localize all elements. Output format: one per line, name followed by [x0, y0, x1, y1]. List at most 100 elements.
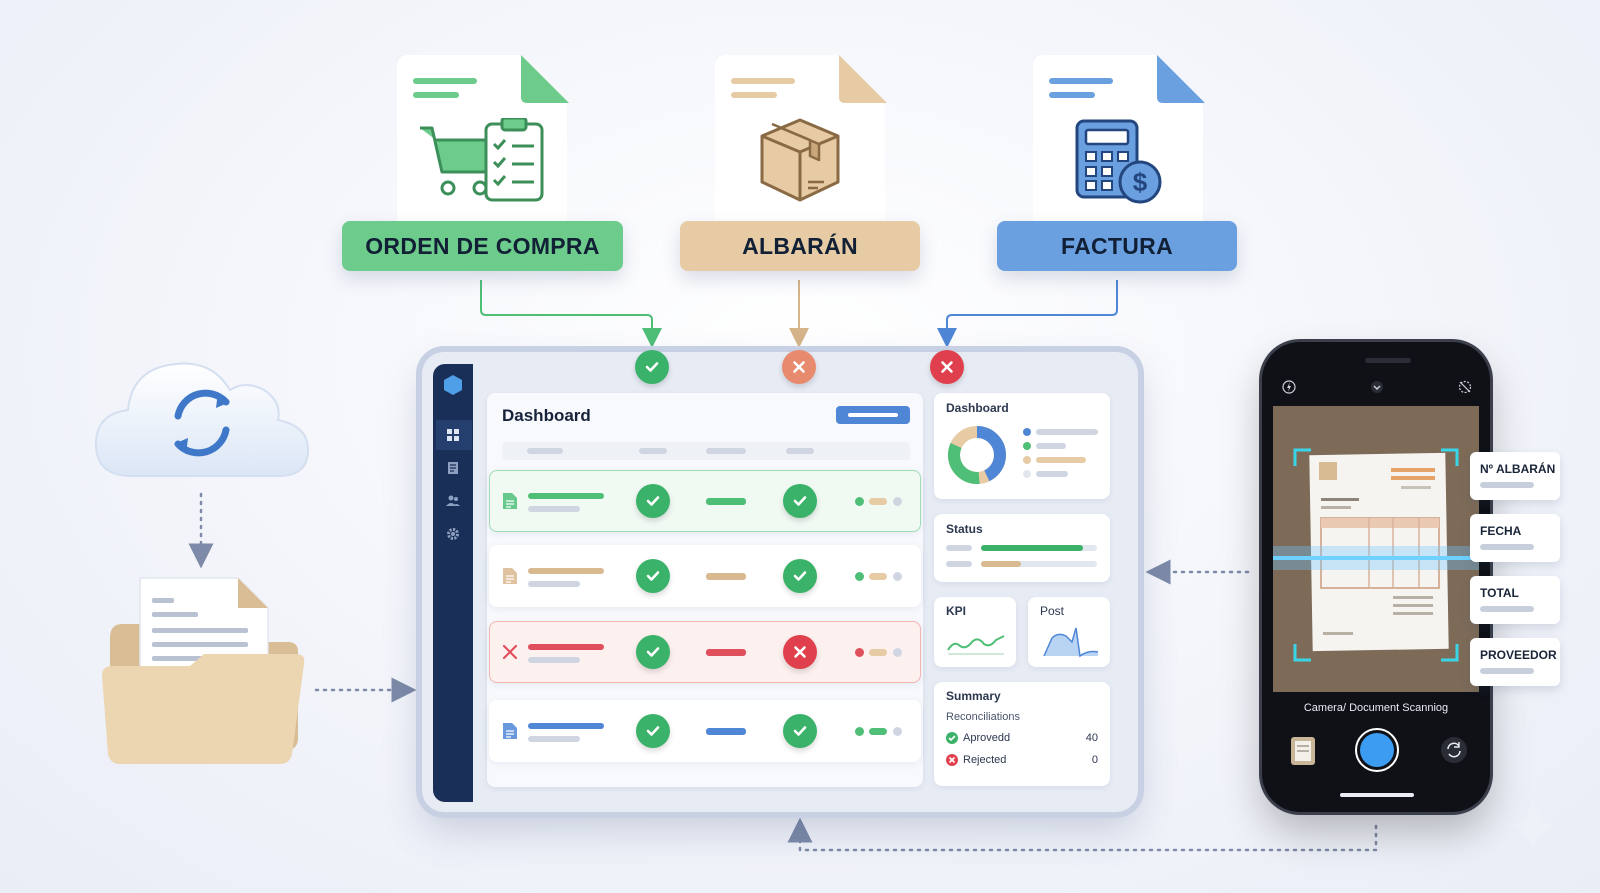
match-ok-badge — [635, 350, 669, 384]
kpi-sparkline — [947, 635, 1005, 655]
row-value-line — [706, 573, 746, 580]
match-error-badge — [782, 350, 816, 384]
table-row[interactable] — [489, 470, 921, 532]
field-value-line — [1480, 482, 1534, 488]
legend-line — [1036, 429, 1098, 435]
status-label-line — [946, 545, 972, 551]
svg-text:$: $ — [1133, 167, 1148, 197]
status-dot — [893, 648, 902, 657]
folder-documents-icon — [102, 577, 305, 764]
document-tan-icon — [502, 567, 518, 585]
document-list-icon[interactable] — [446, 461, 460, 475]
switch-camera-icon[interactable] — [1440, 736, 1468, 764]
status-dot — [855, 572, 864, 581]
extracted-field-tag: PROVEEDOR — [1470, 638, 1560, 686]
column-header — [527, 448, 563, 454]
gallery-thumbnail-icon[interactable] — [1290, 736, 1316, 766]
status-dot — [855, 727, 864, 736]
kpi-widget — [934, 597, 1016, 667]
legend-line — [1036, 443, 1066, 449]
shutter-button[interactable] — [1355, 728, 1399, 772]
row-subtitle-line — [528, 736, 580, 742]
page-fold-icon — [839, 55, 887, 103]
row-match-error-icon — [783, 635, 817, 669]
document-label: ORDEN DE COMPRA — [342, 221, 623, 271]
approved-label: Aprovedd — [963, 732, 1011, 744]
page-fold-icon — [1157, 55, 1205, 103]
document-label: ALBARÁN — [680, 221, 920, 271]
flash-icon[interactable] — [1282, 380, 1296, 394]
shopping-cart-checklist-icon — [420, 118, 544, 202]
live-off-icon[interactable] — [1458, 380, 1472, 394]
table-row[interactable] — [489, 545, 921, 607]
status-pill — [869, 728, 887, 735]
home-indicator — [1340, 793, 1414, 797]
widget-title: Status — [946, 522, 983, 536]
row-match-ok-icon — [636, 484, 670, 518]
row-value-line — [706, 649, 746, 656]
rejected-cross-icon — [946, 754, 958, 766]
camera-caption: Camera/ Document Scanniog — [1303, 702, 1449, 714]
field-value-line — [1480, 668, 1534, 674]
approved-count: 40 — [1085, 732, 1098, 744]
extracted-field-tag: Nº ALBARÁN — [1470, 452, 1560, 500]
status-pill — [869, 498, 887, 505]
status-dot — [893, 497, 902, 506]
field-label: Nº ALBARÁN — [1480, 462, 1556, 476]
factura-connector — [937, 280, 1118, 348]
gear-icon[interactable] — [446, 527, 460, 541]
sidebar-active-highlight — [436, 420, 472, 450]
table-row[interactable] — [489, 621, 921, 683]
close-icon — [502, 643, 518, 661]
status-dot — [893, 727, 902, 736]
widget-title: Post — [1040, 604, 1065, 618]
doc-line — [413, 78, 477, 84]
row-subtitle-line — [528, 657, 580, 663]
app-logo-icon — [444, 375, 462, 395]
summary-title: Summary — [946, 689, 1001, 703]
status-dot — [893, 572, 902, 581]
grid-icon[interactable] — [446, 428, 460, 442]
status-pill — [869, 573, 887, 580]
users-icon[interactable] — [446, 494, 460, 508]
summary-widget — [934, 682, 1110, 786]
extracted-field-tag: TOTAL — [1470, 576, 1560, 624]
row-match-ok-icon — [636, 714, 670, 748]
match-error-badge — [930, 350, 964, 384]
summary-subtitle: Reconciliations — [946, 711, 1020, 723]
rejected-count: 0 — [1091, 754, 1098, 766]
row-match-ok-icon — [783, 714, 817, 748]
widget-title: Dashboard — [946, 401, 1009, 415]
scanned-document — [1273, 448, 1479, 662]
legend-dot — [1023, 428, 1031, 436]
row-title-line — [528, 644, 604, 650]
field-value-line — [1480, 544, 1534, 550]
doc-line — [731, 78, 795, 84]
field-label: FECHA — [1480, 524, 1522, 538]
row-match-ok-icon — [636, 559, 670, 593]
row-title-line — [528, 723, 604, 729]
status-pill — [869, 649, 887, 656]
donut-chart — [948, 426, 1006, 484]
cloud-sync-icon — [94, 362, 310, 477]
chevron-down-icon[interactable] — [1370, 380, 1384, 394]
button-label-placeholder — [848, 413, 898, 417]
row-title-line — [528, 568, 604, 574]
status-dot — [855, 648, 864, 657]
extracted-field-tag: FECHA — [1470, 514, 1560, 562]
column-header — [706, 448, 746, 454]
field-label: TOTAL — [1480, 586, 1519, 600]
row-match-ok-icon — [636, 635, 670, 669]
page-fold-icon — [521, 55, 569, 103]
row-value-line — [706, 728, 746, 735]
package-box-icon — [760, 118, 840, 202]
document-label: FACTURA — [997, 221, 1237, 271]
orden-connector — [480, 280, 662, 348]
legend-dot — [1023, 470, 1031, 478]
legend-dot — [1023, 456, 1031, 464]
field-value-line — [1480, 606, 1534, 612]
phone-speaker — [1365, 358, 1411, 363]
legend-dot — [1023, 442, 1031, 450]
table-row[interactable] — [489, 700, 921, 762]
dashboard-widget — [934, 393, 1110, 499]
